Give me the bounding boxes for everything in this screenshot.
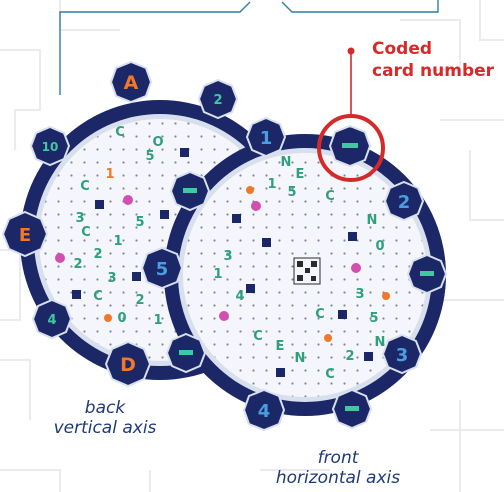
svg-text:C: C [80,179,90,194]
back-badge-E: E [3,212,47,256]
svg-text:C: C [115,125,125,140]
front-badge-code-top [330,126,370,166]
back-axis-label-line1: back [30,398,180,418]
svg-text:1: 1 [105,167,114,182]
svg-text:C: C [81,225,91,240]
svg-text:2: 2 [73,257,82,272]
svg-text:4: 4 [235,289,244,304]
front-center-code-mark [294,258,320,284]
back-badge-E-text: E [19,225,31,246]
front-badge-code-bottom-left [167,334,205,372]
svg-text:2: 2 [93,247,102,262]
svg-text:N: N [375,335,386,350]
front-badge-4-text: 4 [258,401,271,422]
svg-text:N: N [295,351,306,366]
svg-text:2: 2 [345,349,354,364]
back-axis-label: back vertical axis [30,398,180,438]
front-axis-label-line2: horizontal axis [248,468,428,488]
svg-text:1: 1 [153,313,162,328]
svg-text:2: 2 [135,293,144,308]
svg-text:E: E [276,339,285,354]
back-badge-A-text: A [124,72,139,94]
back-badge-D-text: D [120,354,136,376]
svg-text:N: N [367,213,378,228]
svg-text:1: 1 [113,234,122,249]
front-badge-code-left [171,172,209,210]
back-badge-2: 2 [199,80,237,118]
svg-text:E: E [296,167,305,182]
front-badge-code-right [408,255,446,293]
front-axis-label: front horizontal axis [248,448,428,488]
front-badge-3-text: 3 [396,345,409,366]
svg-text:C: C [315,307,325,322]
front-badge-1-text: 1 [260,128,273,149]
back-badge-4-text: 4 [47,313,56,328]
front-badge-5: 5 [142,248,182,288]
svg-text:C: C [325,367,335,382]
callout-line2: card number [372,60,494,82]
front-badge-1: 1 [247,118,285,156]
svg-text:5: 5 [287,185,296,200]
callout-line1: Coded [372,38,494,60]
back-badge-4: 4 [33,300,71,338]
svg-text:C: C [325,189,335,204]
front-badge-2: 2 [385,182,423,220]
svg-text:3: 3 [355,287,364,302]
callout-label: Coded card number [372,38,494,82]
back-badge-10-text: 10 [42,140,59,154]
front-badge-5-text: 5 [156,259,169,280]
svg-text:3: 3 [75,211,84,226]
back-axis-label-line2: vertical axis [30,418,180,438]
front-axis-label-line1: front [248,448,428,468]
front-badge-3: 3 [383,335,421,373]
front-badge-code-bottom [333,390,371,428]
back-badge-A: A [111,62,151,102]
svg-text:1: 1 [213,267,222,282]
svg-text:0: 0 [375,239,384,254]
svg-text:C: C [93,289,103,304]
svg-text:0: 0 [117,311,126,326]
svg-text:1: 1 [267,177,276,192]
svg-text:5: 5 [145,149,154,164]
svg-text:N: N [281,155,292,170]
svg-text:3: 3 [223,249,232,264]
svg-text:5: 5 [369,311,378,326]
svg-text:O: O [152,135,163,150]
front-badge-2-text: 2 [398,192,411,213]
svg-text:3: 3 [107,271,116,286]
back-badge-2-text: 2 [213,93,222,108]
svg-text:C: C [253,329,263,344]
back-badge-D: D [106,342,150,386]
svg-text:5: 5 [135,215,144,230]
front-badge-4: 4 [244,390,284,430]
back-badge-10: 10 [31,127,69,165]
